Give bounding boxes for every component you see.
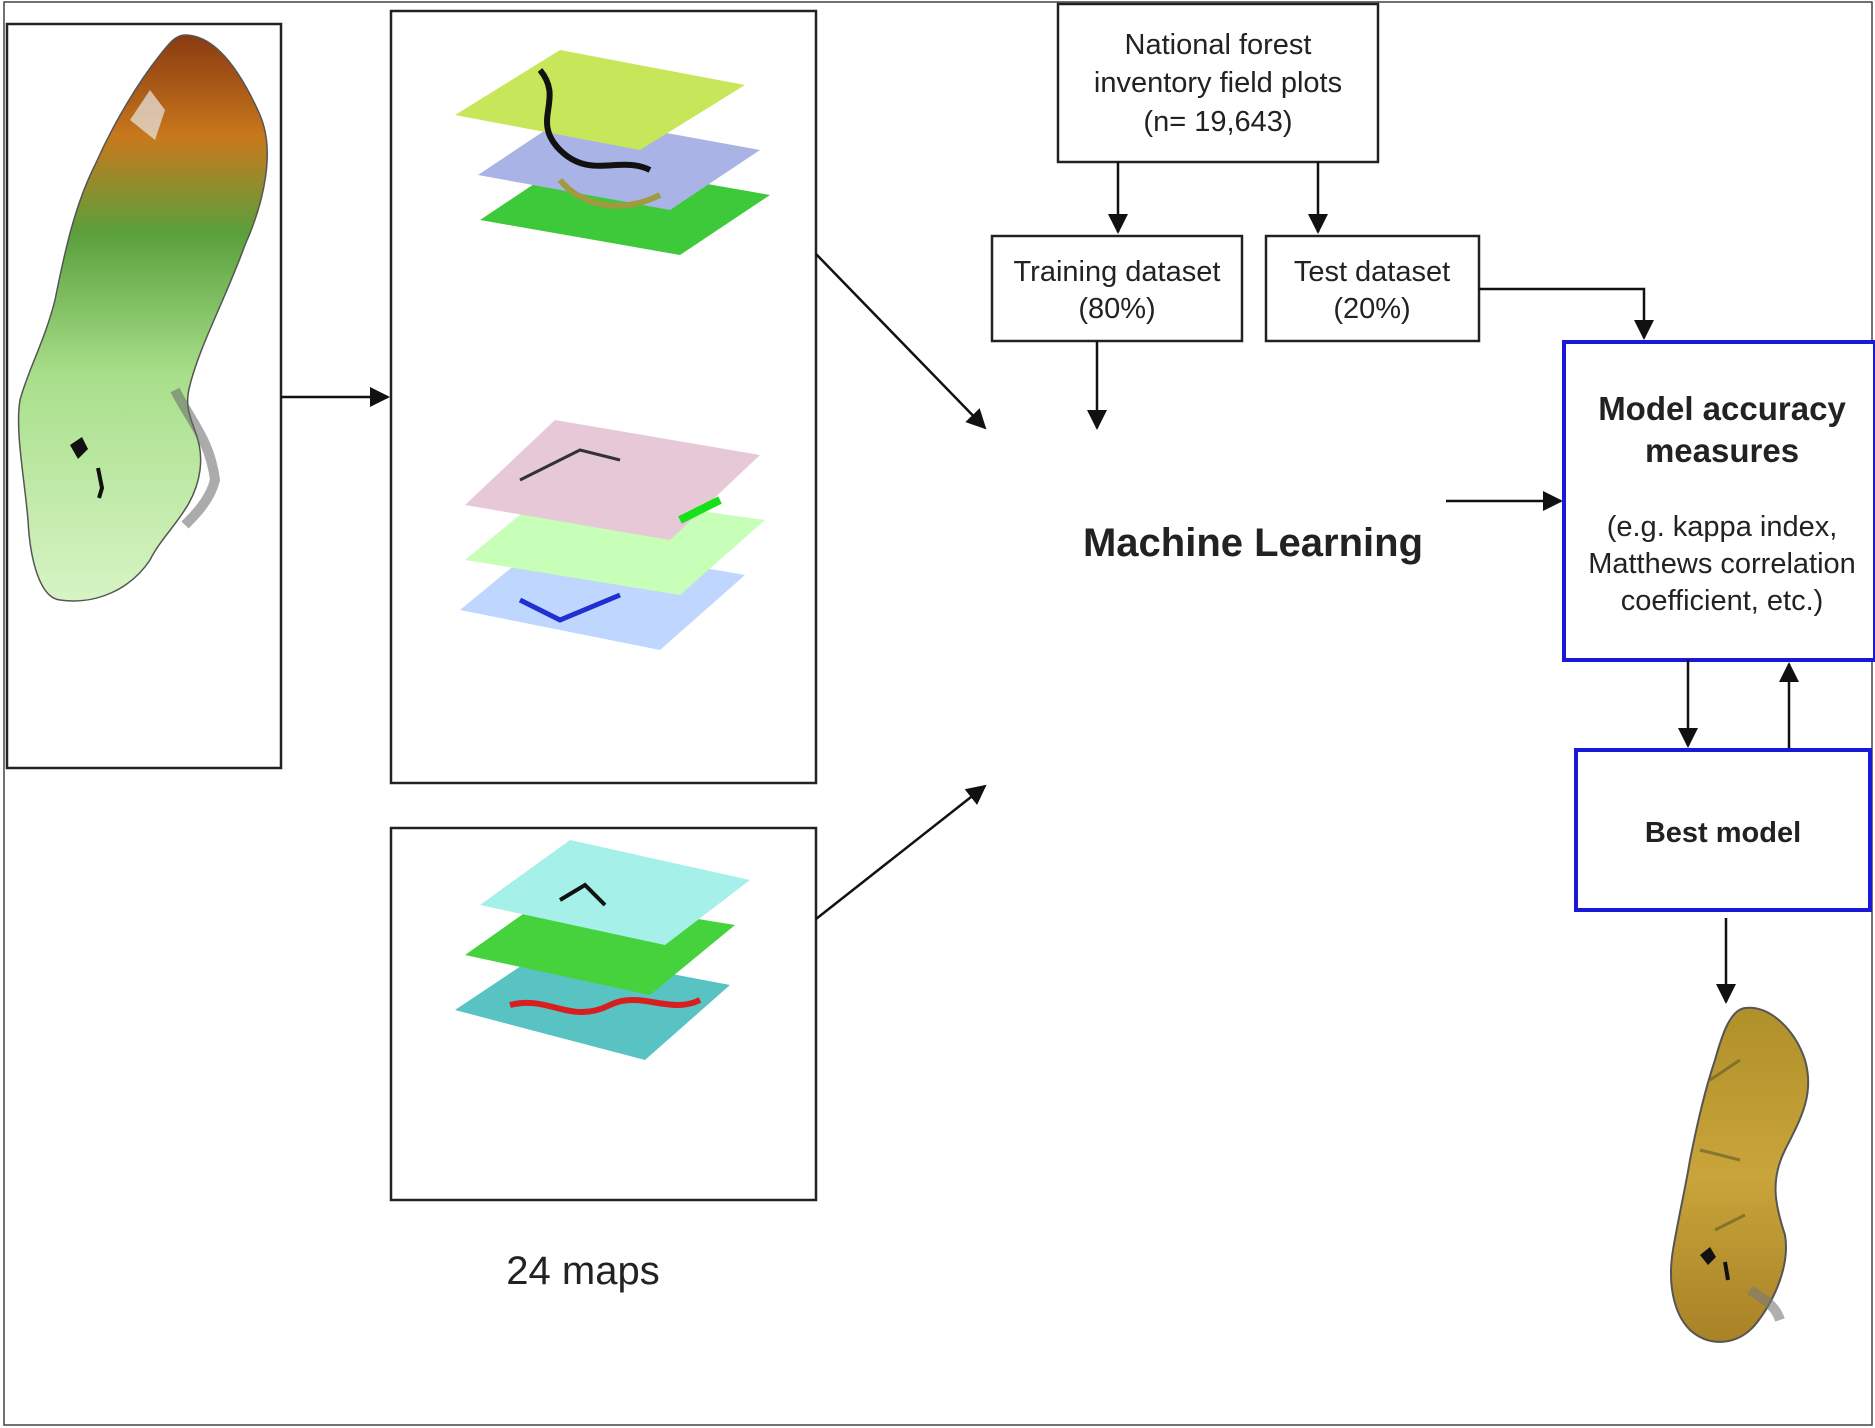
best-model-box: Best model xyxy=(1574,748,1872,912)
accuracy-desc-line3: coefficient, etc.) xyxy=(1621,585,1824,617)
machine-learning-label: Machine Learning xyxy=(1083,521,1423,565)
sweden-elevation-map-icon xyxy=(17,34,268,602)
raster-stack-2-icon xyxy=(460,420,765,650)
training-label-line2: (80%) xyxy=(1078,293,1155,325)
training-dataset-box: Training dataset (80%) xyxy=(990,234,1244,343)
sweden-prediction-map-icon xyxy=(1670,1006,1810,1343)
nfi-label-line3: (n= 19,643) xyxy=(1143,106,1292,138)
accuracy-title-line1: Model accuracy xyxy=(1598,390,1846,427)
maps-caption: 24 maps xyxy=(506,1249,659,1293)
accuracy-title-line2: measures xyxy=(1645,432,1799,469)
nfi-label-line2: inventory field plots xyxy=(1094,67,1342,99)
input-map-panel xyxy=(5,22,283,770)
accuracy-measures-box: Model accuracy measures (e.g. kappa inde… xyxy=(1562,340,1875,662)
training-label-line1: Training dataset xyxy=(1014,256,1221,288)
test-label-line1: Test dataset xyxy=(1294,256,1450,288)
nfi-label-line1: National forest xyxy=(1125,29,1312,61)
diagram-frame xyxy=(3,1,1873,1426)
lower-layers-panel xyxy=(389,826,818,1202)
arrow-upper-to-ml xyxy=(815,253,987,430)
raster-stack-1-icon xyxy=(455,50,770,255)
test-label-line2: (20%) xyxy=(1333,293,1410,325)
arrow-lower-to-ml xyxy=(815,784,987,920)
nfi-plots-box: National forest inventory field plots (n… xyxy=(1056,2,1380,164)
best-model-label: Best model xyxy=(1645,817,1801,849)
test-dataset-box: Test dataset (20%) xyxy=(1264,234,1481,343)
accuracy-desc-line2: Matthews correlation xyxy=(1588,548,1856,580)
arrow-test-to-accuracy xyxy=(1479,287,1654,340)
upper-layers-panel xyxy=(389,9,818,785)
accuracy-desc-line1: (e.g. kappa index, xyxy=(1607,511,1838,543)
raster-stack-3-icon xyxy=(455,840,750,1060)
